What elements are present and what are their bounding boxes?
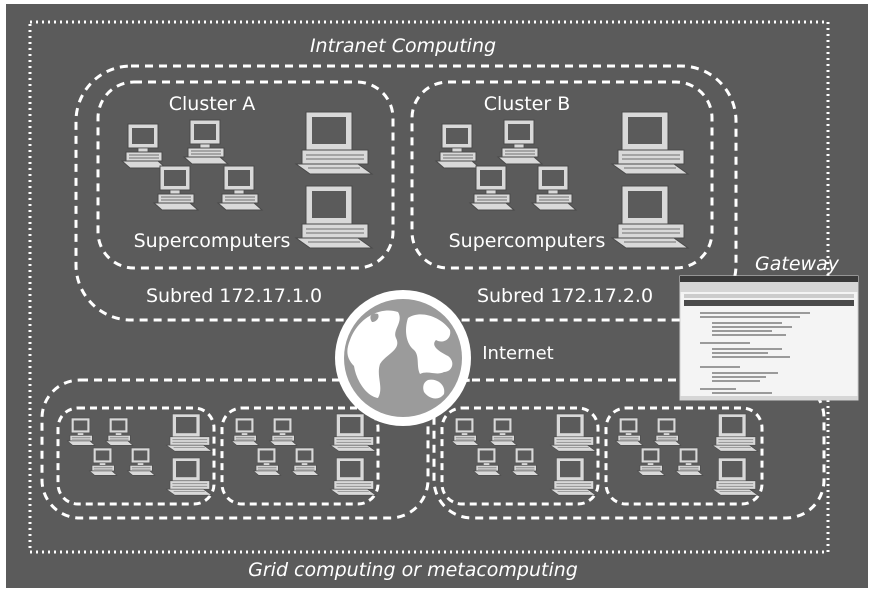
cluster-b-subnet: Subred 172.17.2.0 — [477, 285, 653, 307]
cluster-a-boundary — [96, 80, 395, 270]
grid-subcluster-2 — [220, 406, 380, 506]
grid-subcluster-4 — [604, 406, 764, 506]
grid-subcluster-3 — [440, 406, 600, 506]
cluster-a-sublabel: Supercomputers — [134, 230, 291, 252]
internet-label: Internet — [482, 343, 553, 364]
intranet-title: Intranet Computing — [310, 35, 496, 57]
browser-window-icon — [679, 275, 859, 401]
cluster-b-name: Cluster B — [484, 93, 571, 115]
gateway-label: Gateway — [755, 253, 840, 275]
grid-right-boundary — [432, 378, 826, 520]
globe-icon — [335, 290, 471, 426]
cluster-b-boundary — [410, 80, 714, 270]
cluster-b-sublabel: Supercomputers — [449, 230, 606, 252]
grid-subcluster-1 — [56, 406, 216, 506]
cluster-a-subnet: Subred 172.17.1.0 — [146, 285, 322, 307]
grid-left-boundary — [40, 378, 430, 520]
cluster-a-name: Cluster A — [169, 93, 255, 115]
grid-title: Grid computing or metacomputing — [248, 559, 578, 581]
